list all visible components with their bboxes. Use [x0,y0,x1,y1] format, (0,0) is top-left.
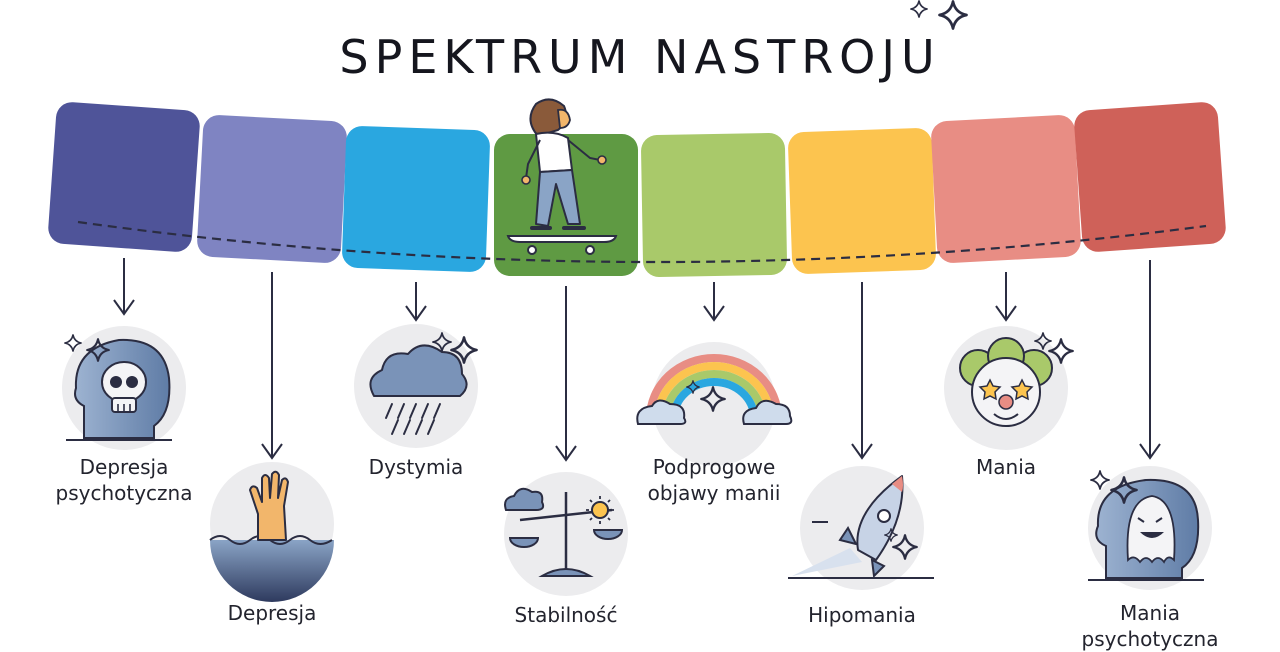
drowning-hand-icon [209,470,334,602]
rain-cloud-icon [369,332,478,435]
state-label-line1: Depresja [227,601,317,625]
balance-scale-icon [504,487,624,577]
skull-head-icon [64,334,172,441]
state-label-line1: Stabilność [514,603,618,627]
state-label-7: Mania [906,454,1106,480]
clown-face-icon [959,332,1074,427]
state-label-line1: Depresja [79,455,169,479]
state-label-line2: psychotyczna [55,481,193,505]
arrow-5 [703,282,725,322]
color-scale [48,102,1226,277]
state-label-line1: Mania [1120,601,1180,625]
state-label-6: Hipomania [762,602,962,628]
state-label-3: Dystymia [316,454,516,480]
rocket-icon [788,475,934,579]
color-tile-2 [197,115,347,263]
arrows [113,258,1161,462]
state-label-2: Depresja [172,600,372,626]
arrow-1 [113,258,135,316]
state-label-line1: Podprogowe [652,455,776,479]
arrow-2 [261,272,283,460]
skateboarder-icon [506,98,618,255]
mood-curve [77,220,1207,264]
arrow-3 [405,282,427,322]
ghost-head-icon [1088,470,1204,581]
arrow-7 [995,272,1017,322]
state-label-line2: psychotyczna [1081,627,1219,651]
rainbow-icon [636,354,793,425]
state-label-line1: Mania [976,455,1036,479]
color-tile-6 [788,128,936,274]
color-tile-7 [931,115,1081,263]
color-tile-3 [342,126,490,272]
arrow-6 [851,282,873,460]
color-tile-8 [1074,102,1226,252]
sparkle-icon [910,0,968,30]
color-tile-5 [641,133,787,277]
color-tile-1 [48,102,200,252]
arrow-4 [555,286,577,462]
state-label-line1: Hipomania [808,603,916,627]
state-label-line2: objawy manii [647,481,781,505]
arrow-8 [1139,260,1161,460]
state-label-4: Stabilność [466,602,666,628]
state-label-line1: Dystymia [368,455,464,479]
page-title: SPEKTRUM NASTROJU [339,30,941,84]
